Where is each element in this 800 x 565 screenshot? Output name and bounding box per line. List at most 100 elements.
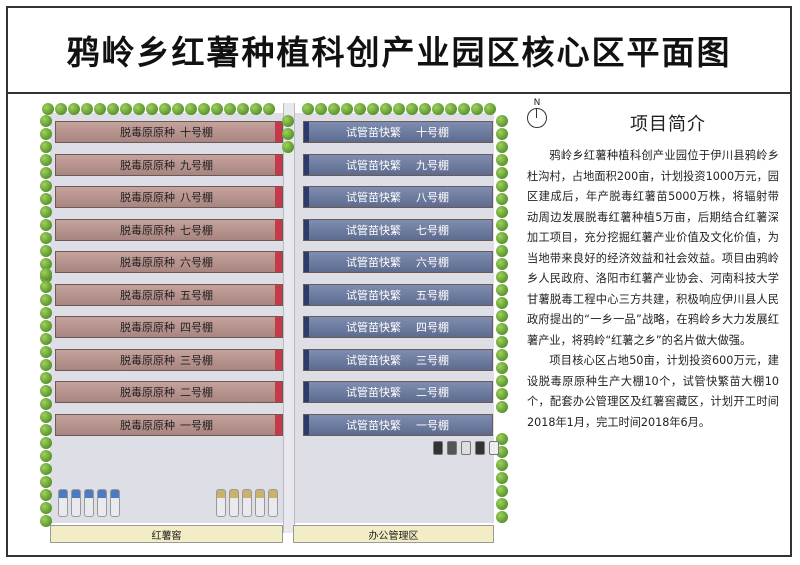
tree-icon xyxy=(445,103,457,115)
tree-icon xyxy=(458,103,470,115)
tree-icon xyxy=(367,103,379,115)
left-shed-number: 十号棚 xyxy=(180,126,213,139)
tree-icon xyxy=(40,128,52,140)
left-shed: 脱毒原原种二号棚 xyxy=(55,381,283,403)
left-shed-endcap xyxy=(275,414,282,435)
right-shed-name: 试管苗快繁 xyxy=(346,158,401,172)
right-shed-name: 试管苗快繁 xyxy=(346,288,401,302)
storage-tank-icon xyxy=(242,489,252,517)
right-shed-endcap xyxy=(304,122,309,142)
tree-icon xyxy=(496,154,508,166)
tree-icon xyxy=(393,103,405,115)
tree-icon xyxy=(40,489,52,501)
tree-icon xyxy=(496,446,508,458)
storage-tank-icon xyxy=(216,489,226,517)
tree-icon xyxy=(133,103,145,115)
right-shed: 试管苗快繁三号棚 xyxy=(303,348,493,371)
right-shed: 试管苗快繁二号棚 xyxy=(303,381,493,403)
tree-icon xyxy=(496,167,508,179)
right-shed-name: 试管苗快繁 xyxy=(346,353,401,367)
left-shed-number: 九号棚 xyxy=(180,158,213,172)
tree-icon xyxy=(237,103,249,115)
left-shed-endcap xyxy=(275,252,282,272)
tree-icon xyxy=(40,515,52,527)
tree-icon xyxy=(40,154,52,166)
left-shed-name: 脱毒原原种 xyxy=(120,321,175,334)
right-shed-number: 五号棚 xyxy=(416,288,449,302)
tree-icon xyxy=(40,232,52,244)
tree-icon xyxy=(94,103,106,115)
tree-icon xyxy=(250,103,262,115)
right-shed: 试管苗快繁八号棚 xyxy=(303,186,493,208)
tree-icon xyxy=(496,141,508,153)
tree-icon xyxy=(40,307,52,319)
tree-icon xyxy=(496,323,508,335)
tree-icon xyxy=(496,206,508,218)
right-shed-number: 六号棚 xyxy=(416,256,449,269)
tree-icon xyxy=(263,103,275,115)
right-shed-name: 试管苗快繁 xyxy=(346,223,401,237)
cellar-label: 红薯窖 xyxy=(151,530,182,542)
left-shed: 脱毒原原种八号棚 xyxy=(55,186,283,208)
tree-icon xyxy=(496,115,508,127)
right-shed-number: 二号棚 xyxy=(416,386,449,399)
tree-icon xyxy=(224,103,236,115)
right-shed-name: 试管苗快繁 xyxy=(346,321,401,334)
tree-icon xyxy=(302,103,314,115)
tree-icon xyxy=(40,372,52,384)
tree-icon xyxy=(185,103,197,115)
tree-icon xyxy=(198,103,210,115)
tree-icon xyxy=(40,141,52,153)
left-shed: 脱毒原原种四号棚 xyxy=(55,316,283,338)
left-shed-number: 八号棚 xyxy=(180,191,213,204)
tree-icon xyxy=(496,375,508,387)
tree-icon xyxy=(40,115,52,127)
storage-tank-icon xyxy=(268,489,278,517)
car-icon xyxy=(489,441,499,455)
tree-icon xyxy=(496,245,508,257)
intro-paragraph-2: 项目核心区占地50亩，计划投资600万元，建设脱毒原原种生产大棚10个，试管快繁… xyxy=(527,354,779,429)
left-shed-number: 三号棚 xyxy=(180,353,213,367)
right-shed-number: 十号棚 xyxy=(416,126,449,139)
tree-icon xyxy=(42,103,54,115)
left-shed-endcap xyxy=(275,219,282,240)
right-shed-endcap xyxy=(304,252,309,272)
left-shed-name: 脱毒原原种 xyxy=(120,223,175,237)
tree-icon xyxy=(328,103,340,115)
tree-icon xyxy=(40,346,52,358)
tree-icon xyxy=(40,167,52,179)
tree-icon xyxy=(146,103,158,115)
tree-icon xyxy=(55,103,67,115)
tree-icon xyxy=(496,349,508,361)
tree-icon xyxy=(496,193,508,205)
tree-icon xyxy=(107,103,119,115)
right-shed-number: 九号棚 xyxy=(416,158,449,172)
left-shed-number: 一号棚 xyxy=(180,418,213,432)
left-shed-name: 脱毒原原种 xyxy=(120,418,175,432)
right-shed-endcap xyxy=(304,317,309,337)
tree-icon xyxy=(40,502,52,514)
right-shed-endcap xyxy=(304,349,309,370)
left-shed: 脱毒原原种五号棚 xyxy=(55,283,283,306)
right-shed-number: 七号棚 xyxy=(416,223,449,237)
sweet-potato-cellar: 红薯窖 xyxy=(50,525,283,543)
left-shed-endcap xyxy=(275,122,282,142)
left-shed-name: 脱毒原原种 xyxy=(120,353,175,367)
left-shed: 脱毒原原种九号棚 xyxy=(55,153,283,176)
tree-icon xyxy=(282,115,294,127)
left-shed-name: 脱毒原原种 xyxy=(120,288,175,302)
left-shed-number: 二号棚 xyxy=(180,386,213,399)
left-shed-endcap xyxy=(275,154,282,175)
right-shed: 试管苗快繁 五号棚 xyxy=(303,283,493,306)
left-shed-endcap xyxy=(275,187,282,207)
tree-icon xyxy=(40,450,52,462)
storage-tank-icon xyxy=(255,489,265,517)
site-plan: 红薯窖 办公管理区 脱毒原原种十号棚脱毒原原种九号棚脱毒原原种八号棚脱毒原原种七… xyxy=(40,103,516,543)
tree-icon xyxy=(40,219,52,231)
tree-icon xyxy=(496,485,508,497)
right-shed-name: 试管苗快繁 xyxy=(346,256,401,269)
storage-tank-icon xyxy=(110,489,120,517)
tree-icon xyxy=(40,294,52,306)
right-shed-name: 试管苗快繁 xyxy=(346,126,401,139)
tree-icon xyxy=(354,103,366,115)
